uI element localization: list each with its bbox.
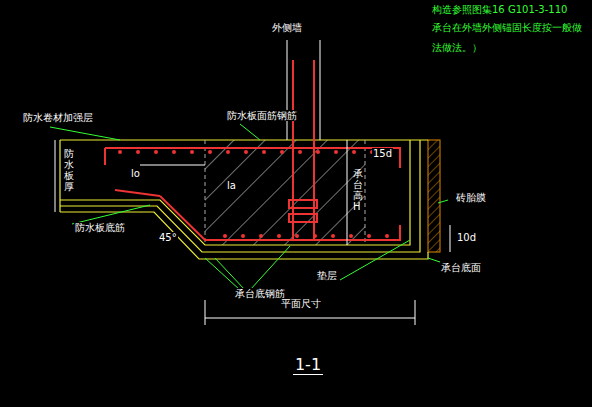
part-label: 承台底面 [440,262,482,273]
note-text: 承台在外墙外侧锚固长度按一般做 [432,22,582,33]
dimension-label: la [226,180,237,191]
part-label: 防水板底筋 [74,222,126,233]
part-label: 砖胎膜 [455,192,487,203]
section-title: 1-1 [293,356,323,375]
note-text: 构造参照图集16 G101-3-110 [432,4,567,15]
note-text: 法做法。） [432,42,482,53]
dimension-label: 承台高H [353,168,363,212]
dimension-label: 45° [158,232,178,243]
part-label: 承台底钢筋 [234,288,286,299]
part-label: 防水卷材加强层 [22,112,94,123]
part-label: 防水板面筋钢筋 [226,110,298,121]
part-label: 垫层 [316,270,338,281]
wall-label: 外侧墙 [272,22,302,33]
dimension-label: 10d [456,232,477,243]
dimension-label: 平面尺寸 [280,298,322,309]
dimension-label: 防水板厚 [64,148,74,192]
dimension-label: 15d [372,148,393,159]
dimension-label: lo [130,168,141,179]
